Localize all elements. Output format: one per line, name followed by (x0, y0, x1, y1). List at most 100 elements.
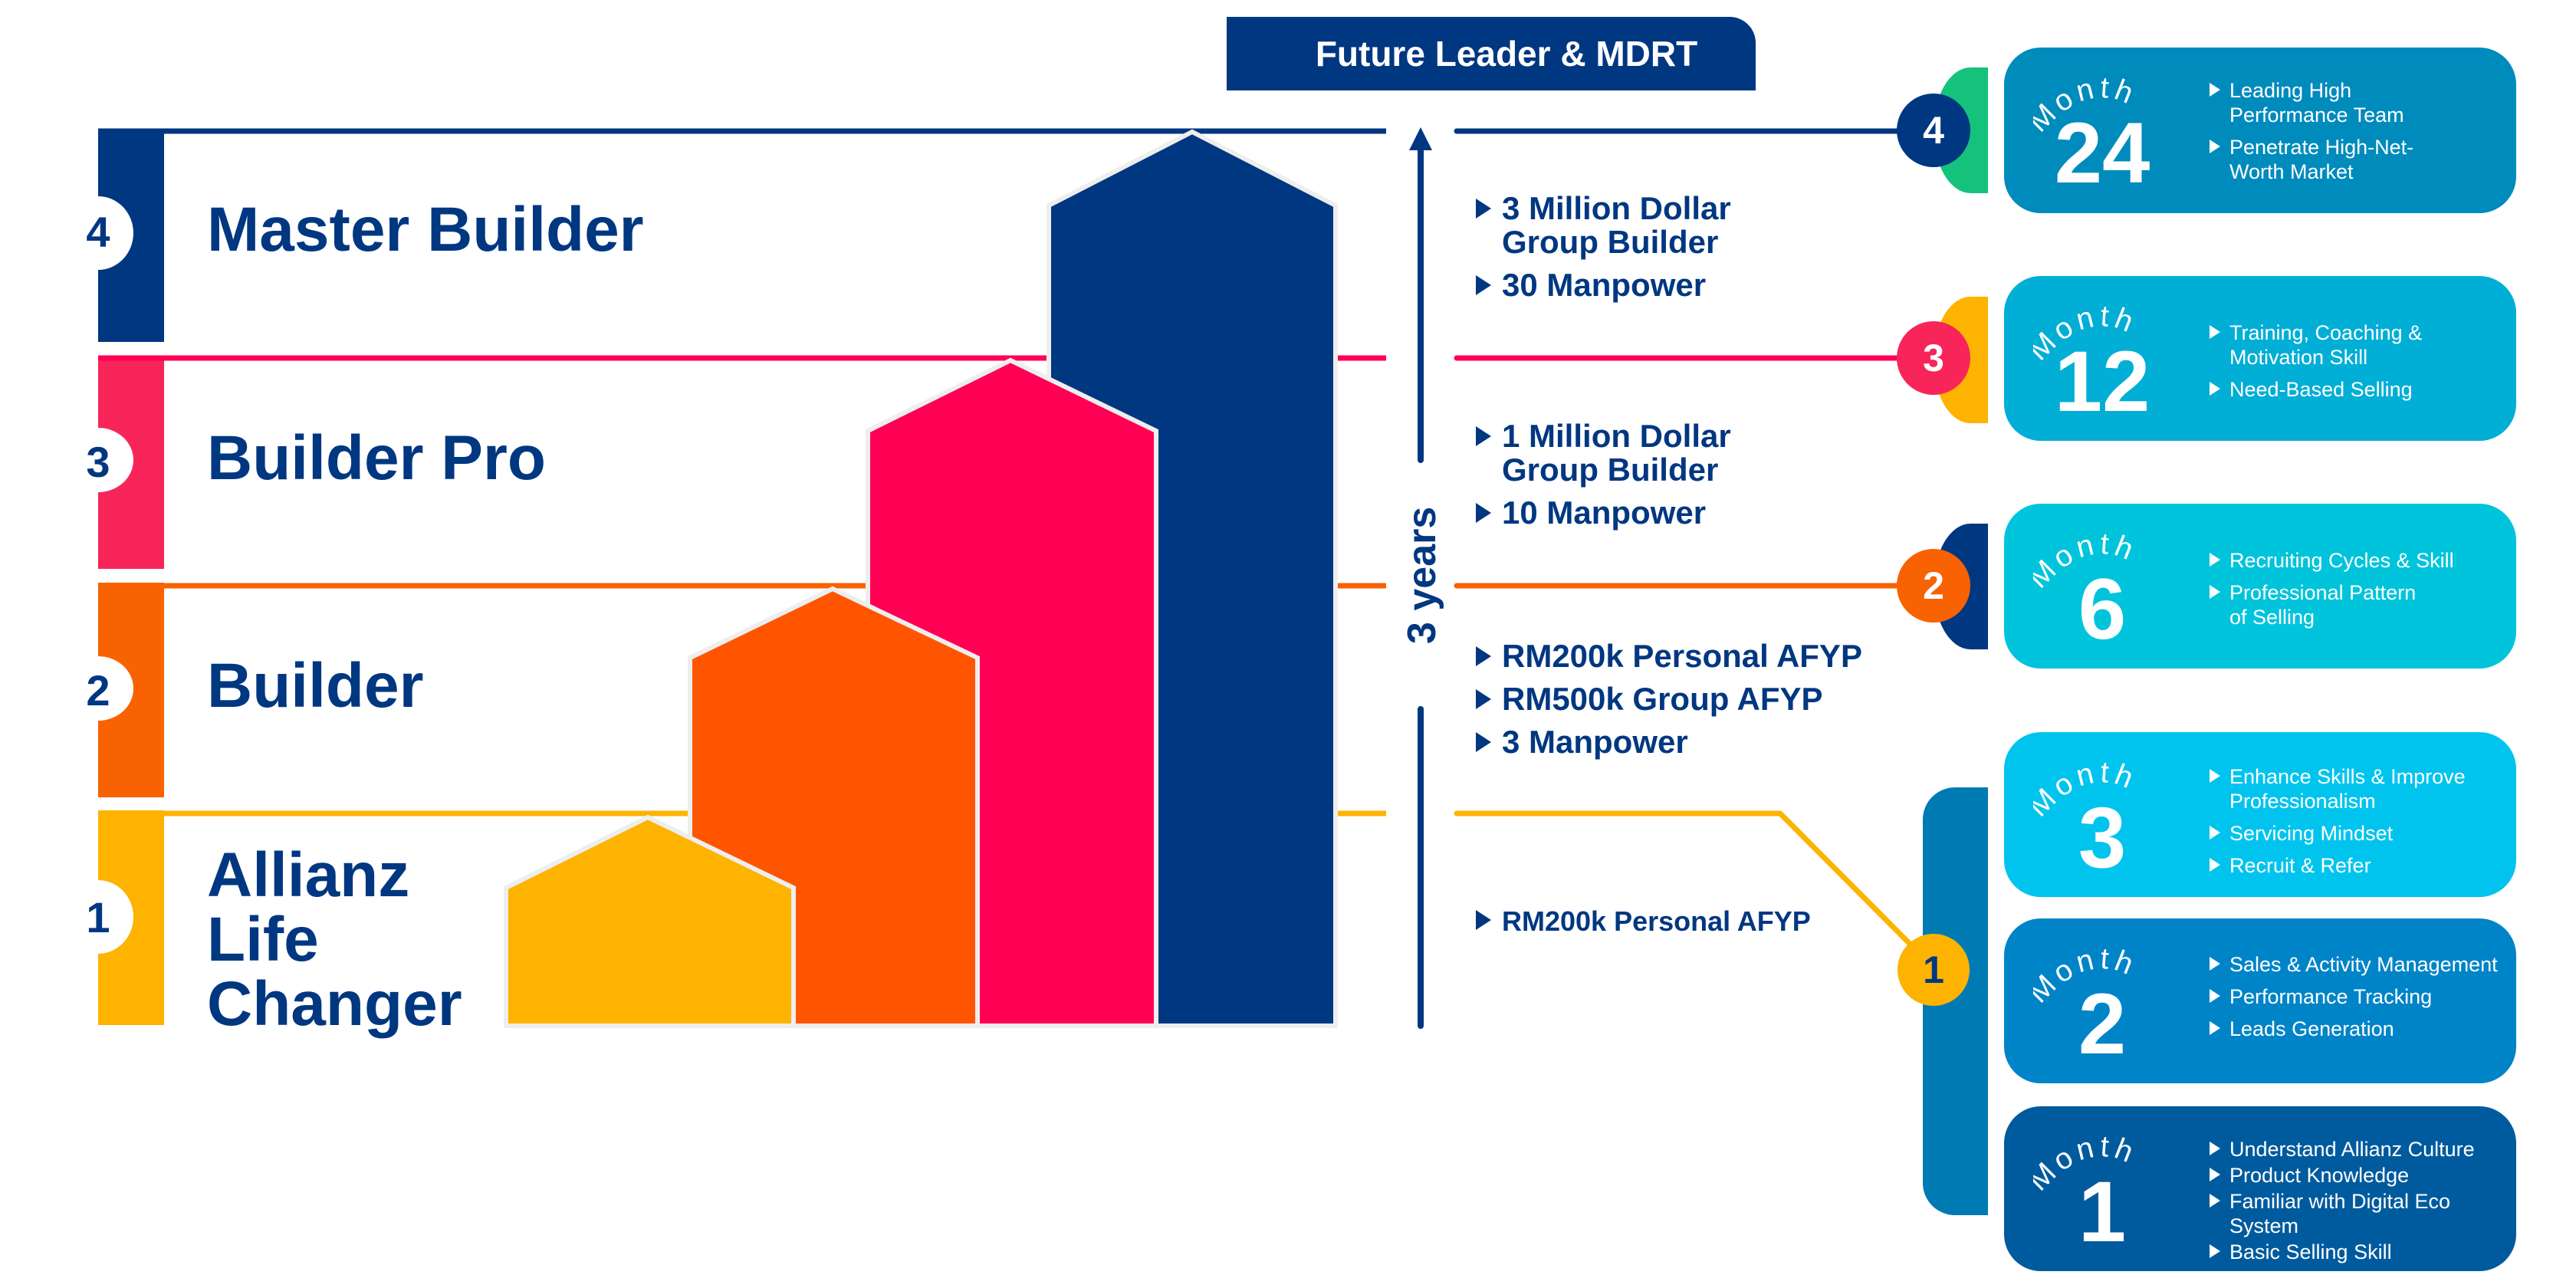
level-4-title: Master Builder (207, 195, 644, 264)
month-word-arc: Month (2033, 942, 2137, 1010)
level-1-line-right (1454, 810, 1918, 952)
month-1-card: Month 1 Understand Allianz Culture Produ… (2004, 1106, 2516, 1271)
bullet-triangle-icon (2210, 1194, 2220, 1208)
level-1-title: Allianz Life Changer (207, 843, 462, 1037)
bullet-triangle-icon (1476, 275, 1491, 295)
requirement-item: 1 Million Dollar Group Builder (1476, 419, 1731, 487)
month-3-card: Month 3 Enhance Skills & ImproveProfessi… (2004, 732, 2516, 897)
left-margin-mask (46, 123, 98, 1043)
requirements-level-1: RM200k Personal AFYP (1476, 905, 1811, 948)
month-12-topics: Training, Coaching &Motivation Skill Nee… (2210, 320, 2422, 409)
month-1-3-group-bar (1923, 787, 1988, 1215)
month-1-topics: Understand Allianz Culture Product Knowl… (2210, 1137, 2516, 1266)
bullet-triangle-icon (2210, 1142, 2220, 1155)
level-1-title-line: Allianz (207, 840, 410, 910)
topic-item: Penetrate High-Net-Worth Market (2210, 135, 2413, 184)
requirement-text: 1 Million Dollar (1502, 418, 1731, 454)
timeline-label: 3 years (1400, 506, 1444, 644)
requirements-level-3: 1 Million Dollar Group Builder 10 Manpow… (1476, 419, 1731, 539)
requirements-level-2: RM200k Personal AFYP RM500k Group AFYP 3… (1476, 639, 1862, 768)
requirement-text: RM200k Personal AFYP (1502, 905, 1811, 937)
header-title: Future Leader & MDRT (1315, 34, 1698, 74)
topic-item: Servicing Mindset (2210, 821, 2466, 846)
requirement-item: 3 Million Dollar Group Builder (1476, 192, 1731, 259)
badge-3-number: 3 (1923, 337, 1944, 380)
bullet-triangle-icon (1476, 199, 1491, 219)
month-word-arc: Month (2033, 527, 2137, 595)
level-3-number: 3 (86, 438, 110, 486)
topic-item: Need-Based Selling (2210, 377, 2422, 402)
requirement-item: 30 Manpower (1476, 268, 1731, 302)
bullet-triangle-icon (2210, 140, 2220, 153)
level-1-title-line: Changer (207, 969, 462, 1039)
bullet-triangle-icon (1476, 689, 1491, 709)
topic-item: Recruiting Cycles & Skill (2210, 548, 2454, 573)
requirement-text: 10 Manpower (1502, 495, 1707, 531)
badge-2-circle (1897, 549, 1970, 623)
bullet-triangle-icon (2210, 382, 2220, 396)
topic-item: Recruit & Refer (2210, 853, 2466, 878)
bullet-triangle-icon (2210, 858, 2220, 872)
bullet-triangle-icon (1476, 646, 1491, 666)
month-2-card: Month 2 Sales & Activity Management Perf… (2004, 918, 2516, 1083)
topic-item: Sales & Activity Management (2210, 952, 2498, 977)
bullet-triangle-icon (2210, 1168, 2220, 1181)
badge-4-number: 4 (1923, 109, 1944, 152)
bullet-triangle-icon (2210, 957, 2220, 971)
badge-4-circle (1897, 94, 1970, 167)
requirement-text: RM200k Personal AFYP (1502, 638, 1862, 674)
bullet-triangle-icon (2210, 83, 2220, 97)
requirement-item: 10 Manpower (1476, 496, 1731, 530)
month-word-arc: Month (2033, 300, 2137, 367)
topic-item: Leads Generation (2210, 1017, 2498, 1041)
month-6-card: Month 6 Recruiting Cycles & Skill Profes… (2004, 504, 2516, 669)
bullet-triangle-icon (2210, 769, 2220, 783)
month-2-topics: Sales & Activity Management Performance … (2210, 952, 2498, 1049)
month-word-arc: Month (2033, 71, 2137, 139)
requirement-text: 3 Manpower (1502, 724, 1688, 760)
topic-item: Training, Coaching &Motivation Skill (2210, 320, 2422, 370)
month-number: 6 (2078, 561, 2127, 657)
bullet-triangle-icon (1476, 426, 1491, 446)
bullet-triangle-icon (1476, 732, 1491, 752)
house-yellow-life-changer (504, 814, 796, 1028)
level-3-title: Builder Pro (207, 423, 546, 493)
bullet-triangle-icon (2210, 989, 2220, 1003)
badge-1-number: 1 (1923, 948, 1944, 991)
month-number: 3 (2078, 790, 2127, 886)
requirement-text: 3 Million Dollar (1502, 190, 1731, 226)
month-word-arc: Month (2033, 756, 2137, 823)
badge-2-number: 2 (1923, 564, 1944, 607)
topic-item: Product Knowledge (2210, 1163, 2516, 1188)
requirement-item: RM500k Group AFYP (1476, 682, 1862, 716)
month-number: 24 (2054, 105, 2150, 201)
requirement-text: Group Builder (1502, 452, 1719, 488)
requirement-item: 3 Manpower (1476, 725, 1862, 759)
month-12-card: Month 12 Training, Coaching &Motivation … (2004, 276, 2516, 441)
requirement-item: RM200k Personal AFYP (1476, 905, 1811, 938)
requirement-item: RM200k Personal AFYP (1476, 639, 1862, 673)
bullet-triangle-icon (2210, 1021, 2220, 1035)
month-word-arc: Month (2033, 1130, 2137, 1198)
bullet-triangle-icon (2210, 826, 2220, 840)
level-4-number: 4 (86, 208, 110, 256)
bullet-triangle-icon (1476, 910, 1491, 930)
month-number: 2 (2078, 976, 2127, 1072)
timeline-arrow-head-icon (1409, 127, 1432, 150)
requirement-text: Group Builder (1502, 224, 1719, 260)
level-1-title-line: Life (207, 905, 319, 974)
bullet-triangle-icon (2210, 553, 2220, 567)
future-leader-mdrt-tab: Future Leader & MDRT (1227, 17, 1756, 90)
topic-item: Familiar with Digital Eco System (2210, 1189, 2516, 1238)
topic-item: Basic Selling Skill (2210, 1240, 2516, 1264)
bullet-triangle-icon (2210, 1244, 2220, 1258)
badge-1-circle (1898, 934, 1970, 1006)
requirement-text: RM500k Group AFYP (1502, 681, 1823, 717)
